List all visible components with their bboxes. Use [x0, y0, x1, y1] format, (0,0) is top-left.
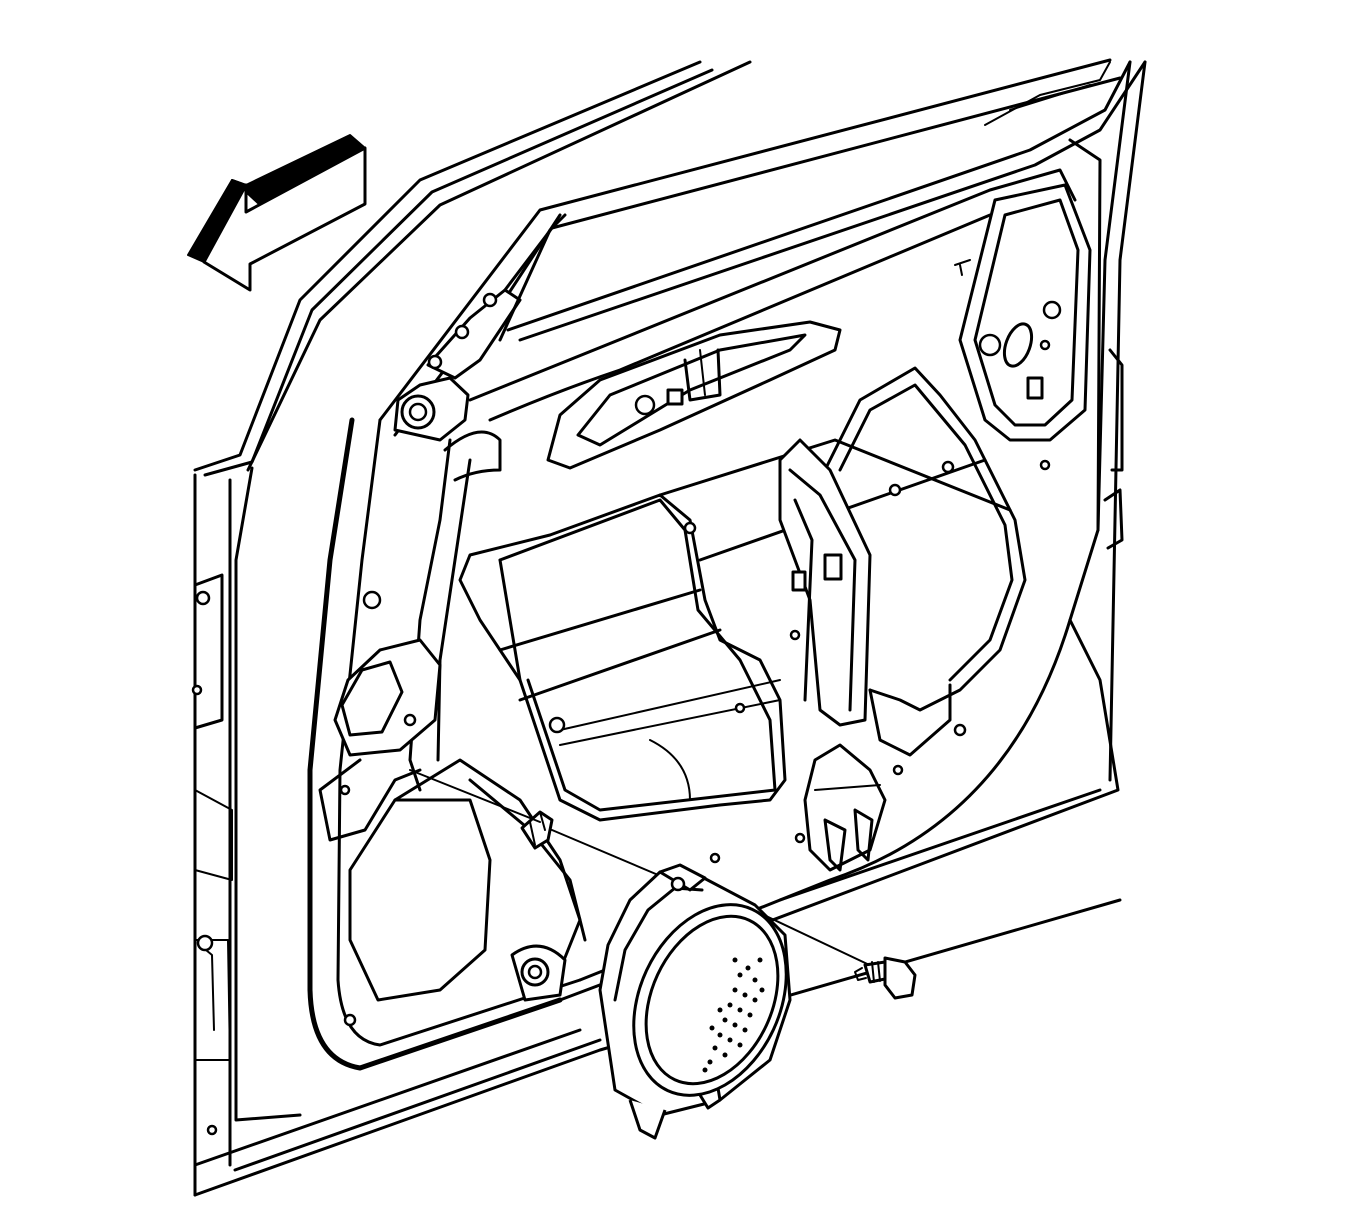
speaker-opening	[318, 590, 442, 1027]
regulator-access-opening	[458, 493, 787, 822]
speaker-wiring-connector	[520, 810, 554, 850]
door-window-frame	[378, 58, 1147, 782]
door-speaker	[598, 863, 792, 1140]
lower-latch-bracket	[709, 743, 887, 872]
speaker-grille	[702, 957, 765, 1073]
forward-direction-arrow	[187, 134, 367, 292]
upper-rear-opening	[954, 183, 1092, 442]
door-handle-pocket	[546, 320, 842, 470]
mirror-mount-area	[393, 213, 567, 442]
vehicle-body-pillar	[191, 60, 1122, 1197]
door-intrusion-beam	[778, 438, 872, 727]
lower-speaker-cavity	[348, 758, 587, 1002]
speaker-fastener	[854, 956, 917, 1000]
